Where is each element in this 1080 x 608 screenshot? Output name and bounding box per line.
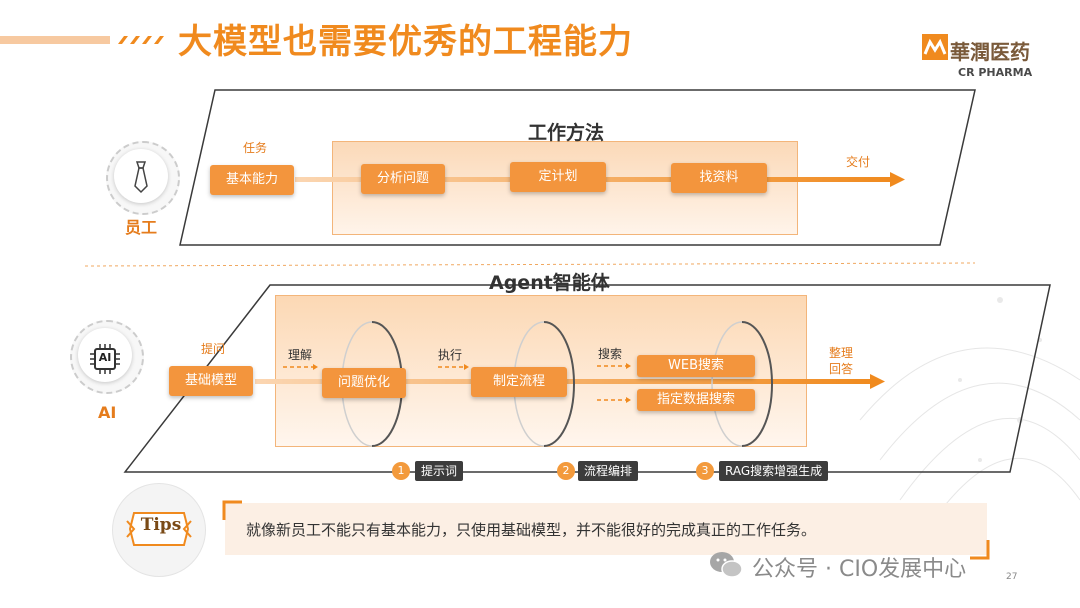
arrow-label-search: 搜索 [598, 347, 623, 361]
ai-role-label: AI [98, 403, 117, 422]
agent-web-search-box: WEB搜索 [637, 355, 755, 377]
page-title: 大模型也需要优秀的工程能力 [178, 22, 633, 62]
agent-output-label-2: 回答 [829, 362, 854, 376]
agent-step-workflow: 制定流程 [471, 367, 567, 397]
agent-start-box: 基础模型 [169, 366, 253, 396]
employee-step-1: 分析问题 [361, 164, 445, 194]
badge-2-number: 2 [557, 462, 575, 480]
watermark-text: 公众号 · CIO发展中心 [752, 557, 967, 582]
logo-icon [922, 34, 948, 60]
agent-section-title: Agent智能体 [489, 272, 610, 294]
employee-section-title: 工作方法 [528, 122, 605, 144]
tips-badge-label: Tips [140, 515, 182, 535]
employee-icon-inner [114, 149, 168, 203]
employee-output-label: 交付 [846, 155, 871, 169]
tips-panel [225, 503, 987, 555]
chip-icon [90, 344, 120, 374]
title-stripes [0, 36, 164, 44]
wechat-icon [710, 552, 743, 578]
agent-input-label: 提问 [201, 342, 226, 356]
tips-text: 就像新员工不能只有基本能力，只使用基础模型，并不能很好的完成真正的工作任务。 [246, 521, 817, 539]
tie-icon [134, 161, 148, 194]
agent-data-search-box: 指定数据搜索 [637, 389, 755, 411]
employee-role-label: 员工 [125, 218, 158, 237]
page-number: 27 [1006, 572, 1018, 582]
badge-2-label: 流程编排 [578, 461, 639, 481]
employee-start-box: 基本能力 [210, 165, 294, 195]
agent-step-optimize: 问题优化 [322, 368, 406, 398]
agent-output-label-1: 整理 [829, 346, 854, 360]
logo-subtitle: CR PHARMA [958, 66, 1033, 79]
badge-1-label: 提示词 [415, 461, 464, 481]
logo-name: 華潤医药 [950, 40, 1030, 64]
arrow-label-understand: 理解 [288, 348, 313, 362]
badge-3-number: 3 [696, 462, 714, 480]
tips-badge-frame [126, 512, 192, 546]
tips-badge-circle [112, 483, 206, 577]
employee-input-label: 任务 [243, 141, 268, 155]
employee-step-2: 定计划 [510, 162, 606, 192]
badge-1-number: 1 [392, 462, 410, 480]
badge-3-label: RAG搜索增强生成 [719, 461, 829, 481]
chip-icon-text: AI [98, 351, 112, 364]
arrow-label-execute: 执行 [438, 348, 463, 362]
tips-panel-corners [222, 500, 990, 560]
employee-step-3: 找资料 [671, 163, 767, 193]
